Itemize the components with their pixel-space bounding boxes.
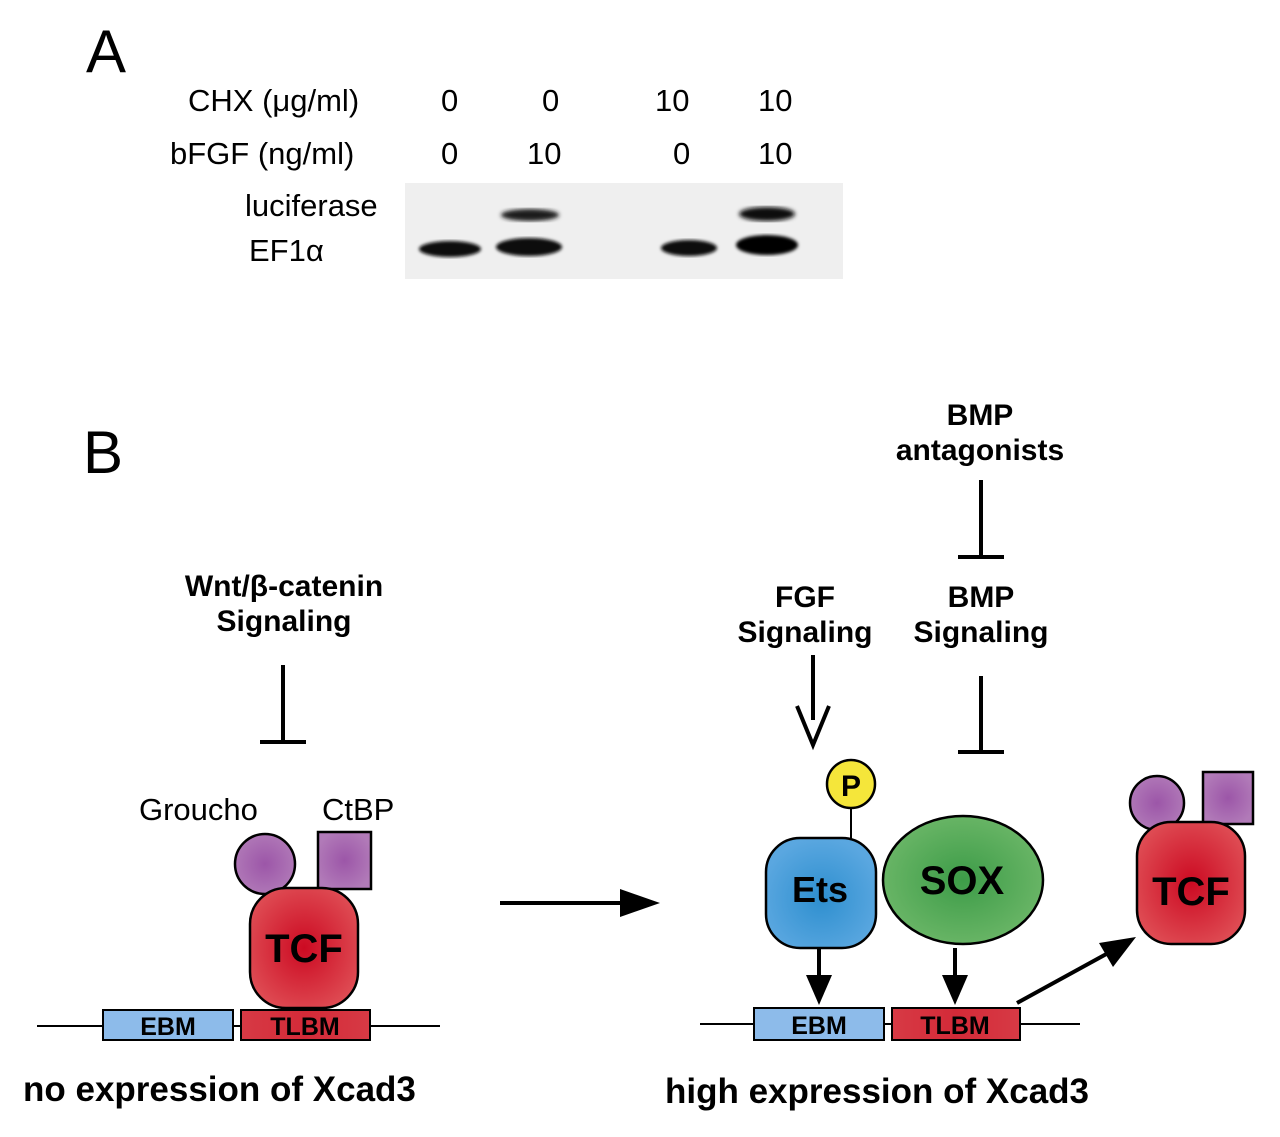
luciferase-label: luciferase (245, 188, 378, 223)
left-tlbm-text: TLBM (270, 1013, 339, 1041)
wnt-signaling-label: Wnt/β-catenin Signaling (168, 569, 400, 639)
panel-b-label: B (83, 419, 124, 486)
band-lane1-ef1a (419, 241, 481, 257)
western-blot (405, 183, 843, 279)
bfgf-lane4: 10 (758, 136, 793, 171)
fgf-signaling-line2: Signaling (737, 616, 873, 650)
band-lane4-luciferase (739, 207, 795, 221)
bfgf-label: bFGF (ng/ml) (170, 136, 355, 171)
bmp-antagonists-line1: BMP (946, 399, 1014, 432)
right-tcf-shape (1135, 820, 1247, 946)
transition-arrow-head (620, 889, 660, 917)
blot-background (405, 183, 843, 279)
sox-to-tlbm-head (942, 975, 968, 1005)
chx-label: CHX (μg/ml) (188, 83, 360, 118)
chx-lane4: 10 (758, 83, 793, 118)
bmp-antagonists-label: BMP antagonists (875, 398, 1085, 468)
phospho-circle (825, 758, 877, 810)
band-lane2-luciferase (501, 209, 559, 221)
ets-to-ebm-head (806, 975, 832, 1005)
ets-text: Ets (792, 869, 848, 910)
bfgf-lane3: 0 (673, 136, 691, 171)
bmp-signaling-line1: BMP (947, 581, 1015, 614)
tcf-release-arrow-head (1099, 937, 1136, 967)
bmp-signaling-line2: Signaling (913, 616, 1049, 650)
phospho-text: P (841, 770, 861, 803)
left-caption: no expression of Xcad3 (23, 1070, 416, 1109)
ef1a-label: EF1α (249, 233, 324, 268)
right-caption: high expression of Xcad3 (665, 1072, 1089, 1111)
left-ctbp-square (316, 830, 373, 891)
ctbp-label: CtBP (322, 792, 395, 827)
left-tcf-shape (248, 886, 360, 1010)
bfgf-lane1: 0 (441, 136, 459, 171)
right-tlbm-box (891, 1007, 1021, 1041)
wnt-signaling-line2: Signaling (216, 605, 352, 639)
sox-text: SOX (920, 859, 1005, 903)
right-ctbp-square (1201, 770, 1255, 826)
right-ebm-box (753, 1007, 885, 1041)
fgf-signaling-label: FGF Signaling (720, 580, 890, 650)
fgf-signaling-line1: FGF (775, 581, 835, 614)
sox-shape (881, 814, 1045, 946)
right-tcf-text: TCF (1152, 870, 1230, 914)
bmp-signaling-label: BMP Signaling (896, 580, 1066, 650)
bfgf-lane2: 10 (527, 136, 562, 171)
chx-lane2: 0 (542, 83, 560, 118)
left-ebm-box (102, 1009, 234, 1041)
panel-a-label: A (86, 18, 127, 85)
chx-lane3: 10 (655, 83, 690, 118)
left-tlbm-box (240, 1009, 371, 1041)
band-lane3-ef1a (661, 240, 717, 256)
groucho-label: Groucho (139, 792, 258, 827)
band-lane4-ef1a (736, 235, 798, 255)
chx-lane1: 0 (441, 83, 459, 118)
right-ebm-text: EBM (791, 1012, 847, 1040)
right-tlbm-text: TLBM (920, 1012, 989, 1040)
tcf-release-arrow-line (1016, 950, 1111, 1005)
bmp-antagonists-line2: antagonists (895, 434, 1065, 468)
left-tcf-text: TCF (265, 927, 343, 971)
wnt-signaling-line1: Wnt/β-catenin (184, 570, 384, 603)
fgf-arrow-head (795, 705, 831, 751)
band-lane2-ef1a (496, 238, 562, 256)
left-ebm-text: EBM (140, 1013, 196, 1041)
left-groucho-circle (233, 832, 297, 896)
